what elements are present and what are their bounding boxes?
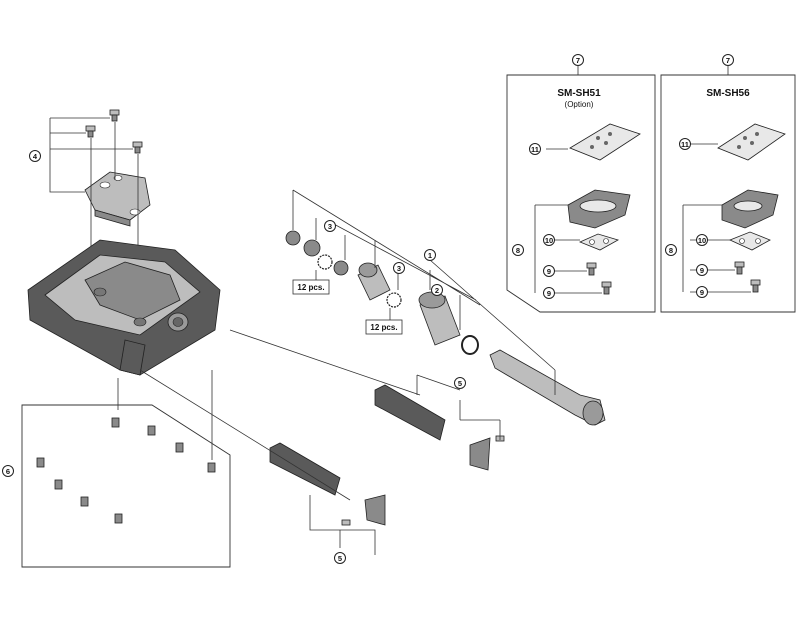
callout-10a: 10 <box>543 234 555 246</box>
pedal-body <box>27 239 221 376</box>
spindle <box>489 349 606 426</box>
callout-2: 2 <box>431 284 443 296</box>
svg-text:11: 11 <box>681 140 689 149</box>
retainer-ring <box>317 254 333 270</box>
pedal-pin <box>114 513 123 524</box>
cleat-nut-plate <box>728 231 771 251</box>
mount-screw <box>132 141 143 154</box>
svg-text:10: 10 <box>698 236 706 245</box>
callout-10b: 10 <box>696 234 708 246</box>
svg-text:9: 9 <box>547 289 551 298</box>
quantity-label: 12 pcs. <box>292 279 330 295</box>
retainer-ring <box>386 292 402 308</box>
callout-6: 6 <box>2 465 14 477</box>
cleat-bolt <box>734 261 745 275</box>
pedal-pin <box>80 496 89 507</box>
svg-text:3: 3 <box>397 264 401 273</box>
bushing <box>285 230 301 246</box>
cleat-bolt <box>586 262 597 276</box>
pedal-pin <box>175 442 184 453</box>
sleeve <box>357 262 391 301</box>
pedal-pin <box>111 417 120 428</box>
side-pad <box>374 384 446 441</box>
seal-ring <box>461 335 479 355</box>
bushing <box>333 260 349 276</box>
mount-screw <box>85 125 96 138</box>
pedal-pin <box>147 425 156 436</box>
callout-5b: 5 <box>334 552 346 564</box>
pedal-pin <box>36 457 45 468</box>
callout-8a: 8 <box>512 244 524 256</box>
cleat-box-sm-sh51: SM-SH51 (Option) <box>506 74 656 313</box>
mount-screw <box>109 109 120 122</box>
cleat-holder-plate <box>84 171 151 227</box>
quantity-label: 12 pcs. <box>365 319 403 335</box>
callout-1: 1 <box>424 249 436 261</box>
side-pad-clip <box>469 435 505 471</box>
svg-text:12 pcs.: 12 pcs. <box>297 283 324 292</box>
pedal-pin <box>207 462 216 473</box>
svg-text:3: 3 <box>328 222 332 231</box>
svg-text:11: 11 <box>531 145 539 154</box>
svg-text:6: 6 <box>6 467 10 476</box>
cleat-box-subtitle: (Option) <box>565 100 594 109</box>
svg-text:7: 7 <box>576 56 580 65</box>
side-pad-clip <box>341 494 386 526</box>
svg-text:12 pcs.: 12 pcs. <box>370 323 397 332</box>
callout-4: 4 <box>29 150 41 162</box>
svg-text:5: 5 <box>458 379 462 388</box>
callout-11b: 11 <box>679 138 691 150</box>
cleat-box-title: SM-SH56 <box>706 88 750 99</box>
svg-text:9: 9 <box>700 266 704 275</box>
callout-7b: 7 <box>722 54 734 66</box>
svg-text:7: 7 <box>726 56 730 65</box>
pedal-pin <box>54 479 63 490</box>
callout-3a: 3 <box>324 220 336 232</box>
svg-text:9: 9 <box>700 288 704 297</box>
callout-9d: 9 <box>696 286 708 298</box>
side-pad <box>269 442 341 496</box>
pin-set-box <box>21 404 231 568</box>
callout-9b: 9 <box>543 287 555 299</box>
bushing <box>303 239 321 257</box>
svg-text:9: 9 <box>547 267 551 276</box>
callout-8b: 8 <box>665 244 677 256</box>
svg-text:10: 10 <box>545 236 553 245</box>
svg-text:1: 1 <box>428 251 432 260</box>
callout-7a: 7 <box>572 54 584 66</box>
cleat-box-sm-sh56: SM-SH56 <box>660 74 796 313</box>
axle-sleeve <box>418 291 461 346</box>
cleat-bolt <box>750 279 761 293</box>
callout-5a: 5 <box>454 377 466 389</box>
callout-9c: 9 <box>696 264 708 276</box>
svg-text:5: 5 <box>338 554 342 563</box>
callout-9a: 9 <box>543 265 555 277</box>
callout-11a: 11 <box>529 143 541 155</box>
svg-text:4: 4 <box>33 152 38 161</box>
svg-text:8: 8 <box>516 246 520 255</box>
callout-3b: 3 <box>393 262 405 274</box>
svg-text:8: 8 <box>669 246 673 255</box>
cleat-bolt <box>601 281 612 295</box>
cleat-nut-plate <box>578 233 620 251</box>
cleat-box-title: SM-SH51 <box>557 88 601 99</box>
svg-text:2: 2 <box>435 286 439 295</box>
